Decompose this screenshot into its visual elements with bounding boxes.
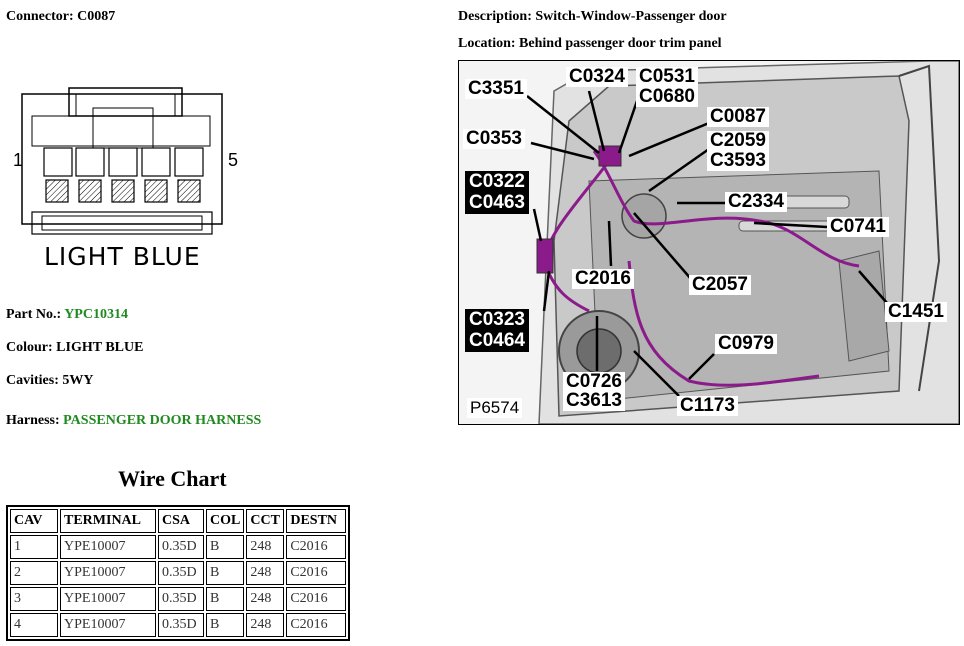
cell-destn: C2016 (286, 613, 347, 637)
callout-c0464: C0464 (465, 330, 529, 352)
harness: Harness: PASSENGER DOOR HARNESS (6, 413, 261, 429)
wire-chart-table: CAV TERMINAL CSA COL CCT DESTN 1 YPE1000… (6, 505, 351, 641)
table-row: 4 YPE10007 0.35D B 248 C2016 (10, 613, 347, 637)
cell-cct: 248 (246, 561, 285, 585)
cell-csa: 0.35D (158, 535, 204, 559)
header-destn: DESTN (286, 509, 347, 533)
wire-chart-title: Wire Chart (118, 466, 227, 491)
callout-c0087: C0087 (707, 107, 769, 127)
callout-c3351: C3351 (465, 79, 527, 99)
cell-col: B (206, 613, 245, 637)
callout-c0979: C0979 (715, 334, 777, 354)
cell-col: B (206, 535, 245, 559)
callout-c0741: C0741 (827, 217, 889, 237)
table-row: 3 YPE10007 0.35D B 248 C2016 (10, 587, 347, 611)
cell-csa: 0.35D (158, 561, 204, 585)
callout-c2334: C2334 (725, 192, 787, 212)
cell-cav: 4 (10, 613, 58, 637)
table-row: 2 YPE10007 0.35D B 248 C2016 (10, 561, 347, 585)
connector-id: Connector: C0087 (6, 9, 116, 24)
cavities: Cavities: 5WY (6, 373, 94, 388)
cell-terminal: YPE10007 (60, 587, 156, 611)
table-header-row: CAV TERMINAL CSA COL CCT DESTN (10, 509, 347, 533)
callout-c0726: C0726 (563, 372, 625, 392)
part-number-label: Part No.: (6, 307, 65, 322)
cell-col: B (206, 587, 245, 611)
cell-destn: C2016 (286, 587, 347, 611)
callout-c3593: C3593 (707, 151, 769, 171)
location: Location: Behind passenger door trim pan… (458, 36, 722, 51)
callout-c0323: C0323 (465, 309, 529, 331)
part-number: Part No.: YPC10314 (6, 307, 128, 323)
header-csa: CSA (158, 509, 204, 533)
table-row: 1 YPE10007 0.35D B 248 C2016 (10, 535, 347, 559)
cell-csa: 0.35D (158, 587, 204, 611)
colour: Colour: LIGHT BLUE (6, 340, 144, 355)
harness-label: Harness: (6, 413, 64, 428)
cell-cav: 3 (10, 587, 58, 611)
callout-c0531: C0531 (636, 67, 698, 87)
description: Description: Switch-Window-Passenger doo… (458, 9, 727, 24)
cell-cct: 248 (246, 587, 285, 611)
header-terminal: TERMINAL (60, 509, 156, 533)
figure-code: P6574 (467, 398, 523, 418)
part-number-value: YPC10314 (64, 307, 128, 322)
cell-terminal: YPE10007 (60, 561, 156, 585)
header-cct: CCT (246, 509, 285, 533)
pin-5-label: 5 (228, 150, 239, 170)
cell-col: B (206, 561, 245, 585)
callout-c0680: C0680 (636, 87, 698, 107)
cell-terminal: YPE10007 (60, 535, 156, 559)
cell-cct: 248 (246, 613, 285, 637)
header-col: COL (206, 509, 245, 533)
cell-destn: C2016 (286, 561, 347, 585)
callout-c3613: C3613 (563, 391, 625, 411)
cell-csa: 0.35D (158, 613, 204, 637)
harness-value: PASSENGER DOOR HARNESS (63, 413, 262, 428)
header-cav: CAV (10, 509, 58, 533)
cell-cav: 1 (10, 535, 58, 559)
callout-c1173: C1173 (677, 396, 738, 416)
callout-c2057: C2057 (689, 275, 751, 295)
connector-colour-label: LIGHT BLUE (44, 242, 201, 271)
cell-cav: 2 (10, 561, 58, 585)
callout-c0322: C0322 (465, 171, 529, 193)
cell-cct: 248 (246, 535, 285, 559)
door-location-illustration: C3351 C0324 C0531 C0680 C0353 C0087 C205… (458, 60, 960, 425)
callout-c1451: C1451 (885, 302, 947, 322)
callout-c0324: C0324 (566, 67, 628, 87)
callout-c0463: C0463 (465, 192, 529, 214)
pin-1-label: 1 (13, 150, 24, 170)
cell-destn: C2016 (286, 535, 347, 559)
cell-terminal: YPE10007 (60, 613, 156, 637)
callout-c2059: C2059 (707, 131, 769, 151)
connector-face-diagram (8, 80, 248, 280)
callout-c0353: C0353 (463, 129, 525, 149)
callout-c2016: C2016 (572, 269, 634, 289)
